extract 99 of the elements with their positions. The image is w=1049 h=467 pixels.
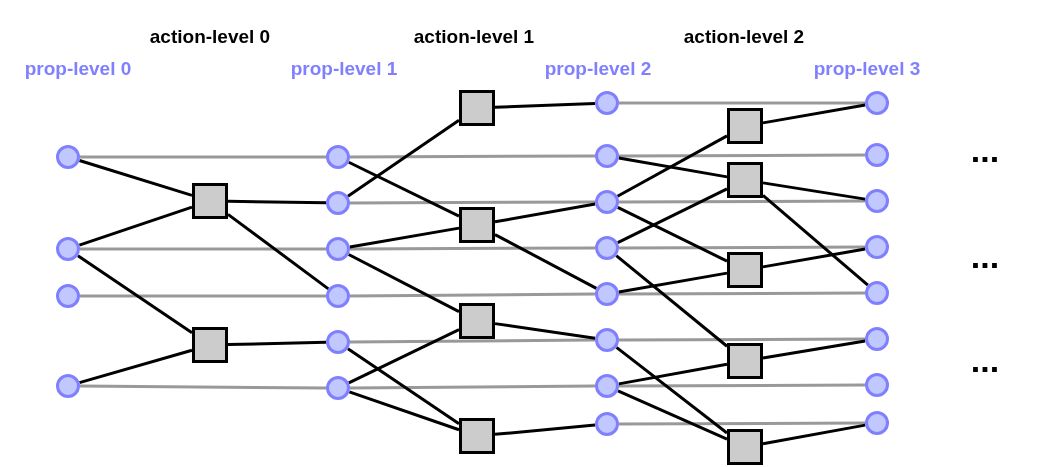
proposition-circle [595,374,619,398]
connector-line [494,233,598,290]
persistence-line [619,245,865,250]
level-heading: prop-level 0 [24,58,132,78]
connector-line [227,199,327,205]
level-heading: action-level 1 [413,26,535,46]
proposition-circle [56,145,80,169]
persistence-line [350,200,595,205]
connector-line [762,423,866,446]
persistence-line [619,153,865,158]
persistence-line [619,421,865,426]
persistence-line [80,384,326,390]
proposition-circle [595,91,619,115]
action-box [727,252,763,288]
proposition-circle [326,191,350,215]
proposition-circle [326,376,350,400]
connector-line [615,254,728,348]
connector-line [78,205,193,247]
persistence-line [619,101,865,105]
proposition-circle [865,91,889,115]
proposition-circle [595,412,619,436]
connector-line [227,213,330,291]
level-heading: prop-level 1 [290,58,398,78]
connector-line [347,347,460,426]
persistence-line [350,338,595,344]
persistence-line [619,199,865,204]
connector-line [617,389,728,441]
persistence-line [80,294,326,298]
connector-line [762,181,866,201]
action-box [727,162,763,198]
proposition-circle [595,282,619,306]
persistence-line [80,155,326,159]
persistence-line [619,291,865,296]
proposition-circle [326,284,350,308]
connector-line [348,390,460,432]
proposition-circle [56,284,80,308]
connector-line [227,340,327,347]
action-box [459,207,495,243]
ellipsis: ... [970,343,1000,377]
proposition-circle [56,237,80,261]
connector-line [494,322,596,340]
connector-line [618,156,728,179]
proposition-circle [865,327,889,351]
action-box [192,183,228,219]
connector-line [618,271,728,294]
connector-line [762,103,866,125]
proposition-circle [326,237,350,261]
connector-line [79,348,193,385]
connector-line [762,247,866,269]
persistence-line [350,292,595,298]
persistence-line [80,247,326,251]
connector-line [347,119,460,198]
proposition-circle [865,143,889,167]
ellipsis: ... [970,133,1000,167]
connector-line [79,159,193,197]
ellipsis: ... [970,239,1000,273]
action-box [459,90,495,126]
persistence-line [619,383,865,388]
proposition-circle [326,330,350,354]
persistence-line [619,337,865,342]
proposition-circle [326,145,350,169]
action-box [727,429,763,465]
level-heading: action-level 2 [683,26,805,46]
proposition-circle [595,190,619,214]
connector-line [349,226,460,249]
proposition-circle [865,411,889,435]
connector-line [617,187,728,245]
connector-line [618,362,728,386]
proposition-circle [595,144,619,168]
connector-line [762,339,866,360]
action-box [459,418,495,454]
proposition-circle [595,328,619,352]
connector-line [494,423,596,436]
action-box [459,303,495,339]
action-box [192,327,228,363]
proposition-circle [595,236,619,260]
proposition-circle [865,235,889,259]
action-box [727,108,763,144]
connector-line [347,253,460,313]
level-heading: prop-level 2 [544,58,652,78]
proposition-circle [865,281,889,305]
level-heading: prop-level 3 [813,58,921,78]
connector-line [348,160,460,218]
connector-line [494,202,596,224]
connector-line [615,346,728,435]
persistence-line [350,154,595,159]
persistence-line [350,384,595,390]
connector-line [616,134,728,198]
persistence-line [350,246,595,251]
proposition-circle [56,374,80,398]
connector-line [494,101,596,109]
connector-line [617,205,728,263]
proposition-circle [865,373,889,397]
connector-line [762,194,869,287]
proposition-circle [865,189,889,213]
connector-line [348,328,460,385]
action-box [727,343,763,379]
connector-line [77,254,193,335]
level-heading: action-level 0 [149,26,271,46]
